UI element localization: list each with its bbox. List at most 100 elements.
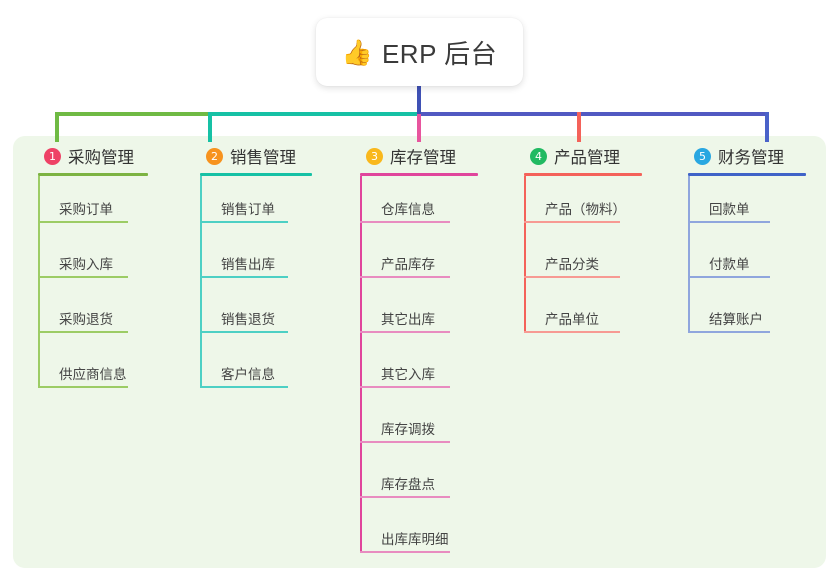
leaf-underline	[38, 276, 128, 278]
leaf-underline	[360, 276, 450, 278]
leaf-item[interactable]: 库存调拨	[360, 396, 478, 451]
leaf-underline	[200, 276, 288, 278]
column-产品管理: 4 产品管理产品（物料） 产品分类产品单位	[524, 144, 642, 341]
drop-finance	[765, 112, 769, 142]
column-underline	[38, 173, 148, 176]
column-underline	[688, 173, 806, 176]
column-header-采购管理[interactable]: 1 采购管理	[38, 144, 148, 168]
leaf-underline	[524, 221, 620, 223]
leaf-item[interactable]: 销售订单	[200, 176, 312, 231]
leaf-underline	[200, 386, 288, 388]
bus-teal	[208, 112, 421, 116]
leaf-label: 产品（物料）	[545, 202, 626, 217]
leaf-label: 销售退货	[221, 312, 275, 327]
leaf-underline	[524, 276, 620, 278]
leaf-list: 产品（物料） 产品分类产品单位	[524, 176, 642, 341]
leaf-label: 回款单	[709, 202, 750, 217]
leaf-label: 产品库存	[381, 257, 435, 272]
leaf-underline	[38, 331, 128, 333]
column-采购管理: 1 采购管理采购订单采购入库采购退货供应商信息	[38, 144, 148, 396]
leaf-underline	[688, 221, 770, 223]
leaf-item[interactable]: 仓库信息	[360, 176, 478, 231]
leaf-item[interactable]: 产品分类	[524, 231, 642, 286]
column-underline	[524, 173, 642, 176]
leaf-label: 出库库明细	[381, 532, 449, 547]
column-财务管理: 5 财务管理回款单付款单结算账户	[688, 144, 806, 341]
leaf-label: 销售订单	[221, 202, 275, 217]
leaf-item[interactable]: 库存盘点	[360, 451, 478, 506]
leaf-list: 采购订单采购入库采购退货供应商信息	[38, 176, 148, 396]
column-badge-3: 3	[366, 147, 383, 165]
leaf-item[interactable]: 回款单	[688, 176, 806, 231]
leaf-spine	[38, 176, 40, 388]
column-badge-4: 4	[530, 147, 547, 165]
leaf-underline	[360, 331, 450, 333]
leaf-item[interactable]: 采购订单	[38, 176, 148, 231]
leaf-underline	[360, 386, 450, 388]
leaf-item[interactable]: 产品库存	[360, 231, 478, 286]
drop-inventory	[417, 112, 421, 142]
leaf-item[interactable]: 其它入库	[360, 341, 478, 396]
leaf-underline	[360, 441, 450, 443]
root-stem-connector	[417, 86, 421, 114]
leaf-item[interactable]: 其它出库	[360, 286, 478, 341]
leaf-list: 销售订单销售出库销售退货客户信息	[200, 176, 312, 396]
leaf-item[interactable]: 销售出库	[200, 231, 312, 286]
column-badge-1: 1	[44, 147, 61, 165]
leaf-label: 采购订单	[59, 202, 113, 217]
leaf-label: 仓库信息	[381, 202, 435, 217]
column-库存管理: 3 库存管理仓库信息产品库存其它出库其它入库库存调拨库存盘点出库库明细	[360, 144, 478, 561]
drop-product	[577, 112, 581, 142]
leaf-label: 其它入库	[381, 367, 435, 382]
column-header-产品管理[interactable]: 4 产品管理	[524, 144, 642, 168]
leaf-underline	[200, 331, 288, 333]
leaf-item[interactable]: 采购退货	[38, 286, 148, 341]
column-badge-5: 5	[694, 147, 711, 165]
leaf-spine	[524, 176, 526, 333]
column-title: 销售管理	[230, 149, 296, 167]
drop-sales	[208, 112, 212, 142]
column-underline	[200, 173, 312, 176]
column-header-库存管理[interactable]: 3 库存管理	[360, 144, 478, 168]
thumbs-up-icon: 👍	[341, 37, 373, 67]
leaf-label: 销售出库	[221, 257, 275, 272]
leaf-label: 其它出库	[381, 312, 435, 327]
leaf-label: 供应商信息	[59, 367, 127, 382]
leaf-item[interactable]: 供应商信息	[38, 341, 148, 396]
column-title: 采购管理	[68, 149, 134, 167]
leaf-item[interactable]: 产品（物料）	[524, 176, 642, 231]
leaf-item[interactable]: 付款单	[688, 231, 806, 286]
leaf-spine	[688, 176, 690, 333]
leaf-underline	[360, 551, 450, 553]
leaf-label: 产品单位	[545, 312, 599, 327]
leaf-item[interactable]: 销售退货	[200, 286, 312, 341]
leaf-underline	[200, 221, 288, 223]
leaf-item[interactable]: 出库库明细	[360, 506, 478, 561]
column-underline	[360, 173, 478, 176]
root-node-content: 👍 ERP 后台	[342, 34, 497, 71]
leaf-underline	[360, 496, 450, 498]
leaf-label: 付款单	[709, 257, 750, 272]
leaf-underline	[524, 331, 620, 333]
leaf-label: 产品分类	[545, 257, 599, 272]
leaf-item[interactable]: 客户信息	[200, 341, 312, 396]
column-销售管理: 2 销售管理销售订单销售出库销售退货客户信息	[200, 144, 312, 396]
column-header-财务管理[interactable]: 5 财务管理	[688, 144, 806, 168]
column-badge-2: 2	[206, 147, 223, 165]
drop-purchasing	[55, 112, 59, 142]
leaf-underline	[688, 331, 770, 333]
leaf-label: 库存盘点	[381, 477, 435, 492]
leaf-item[interactable]: 采购入库	[38, 231, 148, 286]
column-title: 产品管理	[554, 149, 620, 167]
leaf-spine	[200, 176, 202, 388]
root-node-title: ERP 后台	[381, 38, 498, 69]
root-node-card[interactable]: 👍 ERP 后台	[316, 18, 523, 86]
leaf-underline	[360, 221, 450, 223]
leaf-label: 结算账户	[709, 312, 763, 327]
column-header-销售管理[interactable]: 2 销售管理	[200, 144, 312, 168]
leaf-item[interactable]: 产品单位	[524, 286, 642, 341]
leaf-item[interactable]: 结算账户	[688, 286, 806, 341]
column-title: 财务管理	[718, 149, 784, 167]
column-title: 库存管理	[390, 149, 456, 167]
leaf-underline	[38, 386, 128, 388]
